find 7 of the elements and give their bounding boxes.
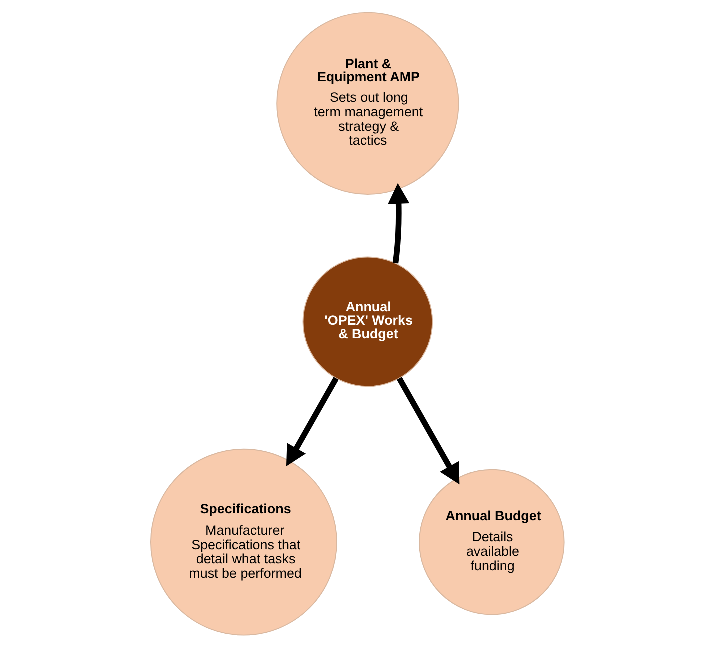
- arrow: [286, 377, 338, 466]
- node-circle: Plant & Equipment AMP Sets out long term management strategy & tactics: [276, 12, 459, 195]
- node-circle: Annual Budget Details available funding: [418, 469, 564, 616]
- node-circle: Annual 'OPEX' Works & Budget: [302, 256, 433, 388]
- node-circle: Specifications Manufacturer Specifications that detail what tasks must be performed: [150, 448, 337, 636]
- arrow: [388, 183, 410, 264]
- arrow: [396, 377, 460, 485]
